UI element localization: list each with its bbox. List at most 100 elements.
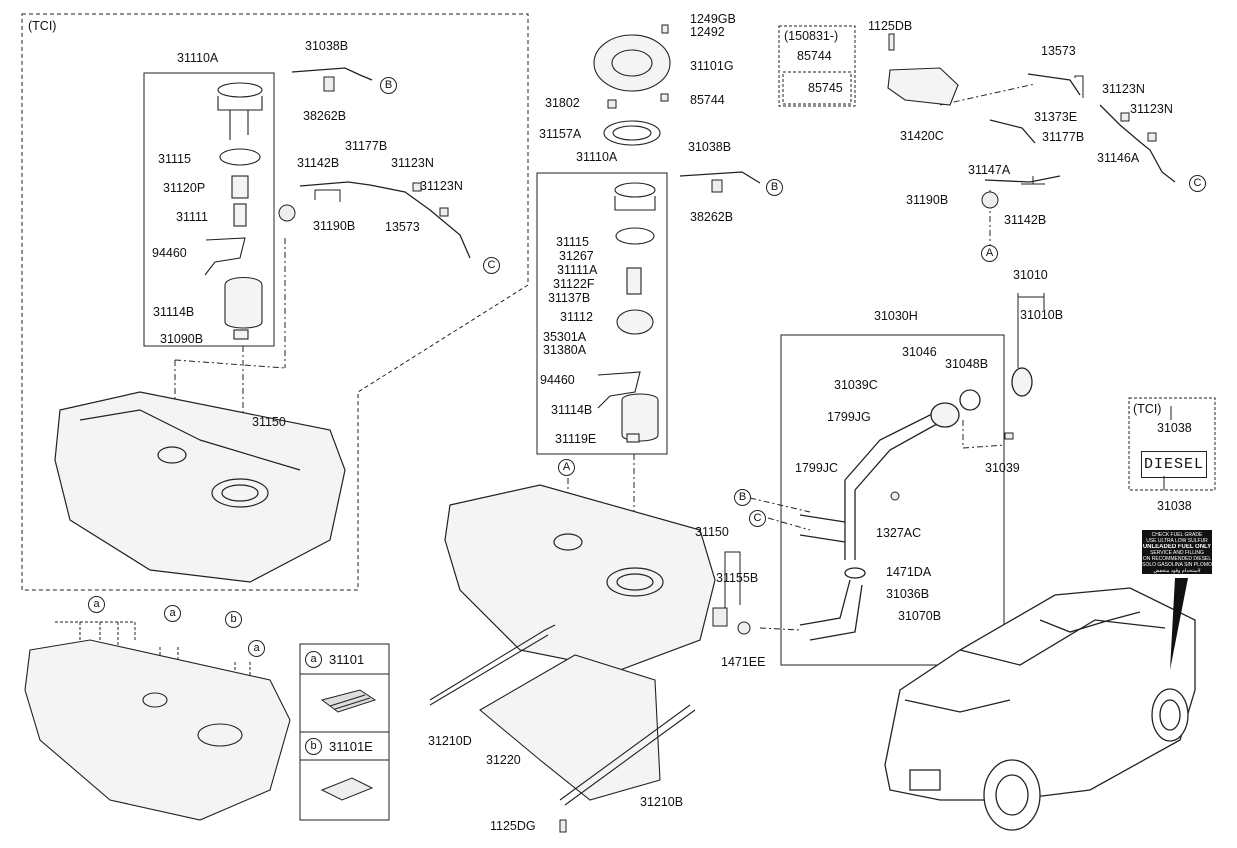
- ref-a-marker: A: [981, 245, 998, 262]
- fuel-label-line: SERVICE AND FILLING: [1150, 550, 1204, 556]
- part-label: 31036B: [886, 587, 930, 601]
- part-label: 31115: [158, 152, 191, 166]
- part-label: 31090B: [160, 332, 204, 346]
- fuel-tank-mini: [24, 639, 291, 821]
- part-label: 38262B: [690, 210, 734, 224]
- part-label: 85744: [797, 49, 832, 63]
- part-label: 31110A: [576, 150, 618, 164]
- legend-key-b: b: [305, 738, 322, 755]
- part-label: 12492: [690, 25, 725, 39]
- part-label: 31150: [695, 525, 729, 539]
- part-label: 31123N: [1130, 102, 1173, 116]
- part-label: 31110A: [177, 51, 219, 65]
- ref-a-small-marker: a: [248, 640, 265, 657]
- fuel-label-line: CHECK FUEL GRADE: [1151, 532, 1203, 538]
- fuel-tank-left: [54, 391, 346, 583]
- part-label: 31010B: [1020, 308, 1064, 322]
- fasteners: [278, 24, 1157, 833]
- part-label: 31038: [1157, 499, 1192, 513]
- part-label: 1471EE: [721, 655, 766, 669]
- ref-b-marker: B: [734, 489, 751, 506]
- part-label: 38262B: [303, 109, 347, 123]
- part-label: 31114B: [551, 403, 593, 417]
- part-label: 31802: [545, 96, 580, 110]
- ref-c-marker: C: [1189, 175, 1206, 192]
- part-label: 31122F: [553, 277, 595, 291]
- part-label: 1249GB: [690, 12, 736, 26]
- ref-b-marker: B: [380, 77, 397, 94]
- legend-key-a: a: [305, 651, 322, 668]
- part-label: 31048B: [945, 357, 989, 371]
- part-label: 31123N: [420, 179, 463, 193]
- part-label: 31142B: [297, 156, 340, 170]
- part-label: 31147A: [968, 163, 1011, 177]
- part-label: 31210D: [428, 734, 472, 748]
- part-label: 31142B: [1004, 213, 1047, 227]
- pump-module-left: [204, 82, 263, 340]
- part-label: 31220: [486, 753, 521, 767]
- part-label: 1799JC: [795, 461, 839, 475]
- fuel-label-line: UNLEADED FUEL ONLY: [1142, 544, 1212, 550]
- part-label: 1471DA: [886, 565, 932, 579]
- fuel-label-line: SOLO GASOLINA SIN PLOMO: [1142, 562, 1212, 568]
- part-label: 31177B: [345, 139, 388, 153]
- diesel-badge: DIESEL: [1141, 451, 1207, 478]
- part-label: 94460: [152, 246, 187, 260]
- part-label: 31039: [985, 461, 1020, 475]
- pump-cover: [593, 34, 671, 146]
- part-label: 31111A: [557, 263, 598, 277]
- part-label: 1125DB: [868, 19, 913, 33]
- part-label: 31177B: [1042, 130, 1085, 144]
- ref-a-small-marker: a: [88, 596, 105, 613]
- pump-module-center: [597, 182, 659, 443]
- ref-b-small-marker: b: [225, 611, 242, 628]
- part-label: 31038B: [305, 39, 349, 53]
- part-label: 31267: [559, 249, 594, 263]
- part-label: 31010: [1013, 268, 1048, 282]
- part-label: 31046: [902, 345, 937, 359]
- legend-icon-a: [320, 689, 377, 713]
- part-label: 13573: [1041, 44, 1076, 58]
- label-leader: [1170, 578, 1188, 670]
- fuel-lines: [291, 67, 1176, 259]
- part-label: 31146A: [1097, 151, 1140, 165]
- date-box: [778, 25, 856, 107]
- filler-box: [780, 334, 1005, 666]
- part-label: 31190B: [906, 193, 949, 207]
- fuel-warning-label: CHECK FUEL GRADE USE ULTRA LOW SULFUR UN…: [1142, 530, 1212, 574]
- part-label: 31120P: [163, 181, 206, 195]
- legend-icon-b: [320, 777, 374, 801]
- part-label: 31119E: [555, 432, 597, 446]
- part-label: 31373E: [1034, 110, 1078, 124]
- part-label: 31420C: [900, 129, 944, 143]
- ref-a-marker: A: [558, 459, 575, 476]
- vehicle-illustration: [884, 587, 1196, 831]
- tci-diesel-box: [1128, 397, 1216, 491]
- part-label: 31114B: [153, 305, 195, 319]
- canister: [887, 67, 959, 106]
- part-label: 31123N: [391, 156, 434, 170]
- part-label: 31123N: [1102, 82, 1145, 96]
- part-label: 31111: [176, 210, 208, 224]
- part-label: 31038: [1157, 421, 1192, 435]
- part-label: 13573: [385, 220, 420, 234]
- part-label: 31115: [556, 235, 589, 249]
- legend-part-a: 31101: [329, 652, 365, 667]
- part-label: 31380A: [543, 343, 587, 357]
- ref-b-marker: B: [766, 179, 783, 196]
- part-label: 31155B: [716, 571, 759, 585]
- ref-a-small-marker: a: [164, 605, 181, 622]
- part-label: 31210B: [640, 795, 684, 809]
- part-label: 31137B: [548, 291, 591, 305]
- part-label: 31030H: [874, 309, 918, 323]
- filler-neck: [799, 367, 1033, 641]
- part-label: 31150: [252, 415, 286, 429]
- part-label: 31038B: [688, 140, 732, 154]
- tank-skid-plate: [429, 624, 696, 806]
- ref-c-marker: C: [483, 257, 500, 274]
- part-label: 85745: [808, 81, 843, 95]
- part-label: 1125DG: [490, 819, 536, 833]
- fuel-tank-center: [444, 484, 716, 671]
- part-label: 31070B: [898, 609, 942, 623]
